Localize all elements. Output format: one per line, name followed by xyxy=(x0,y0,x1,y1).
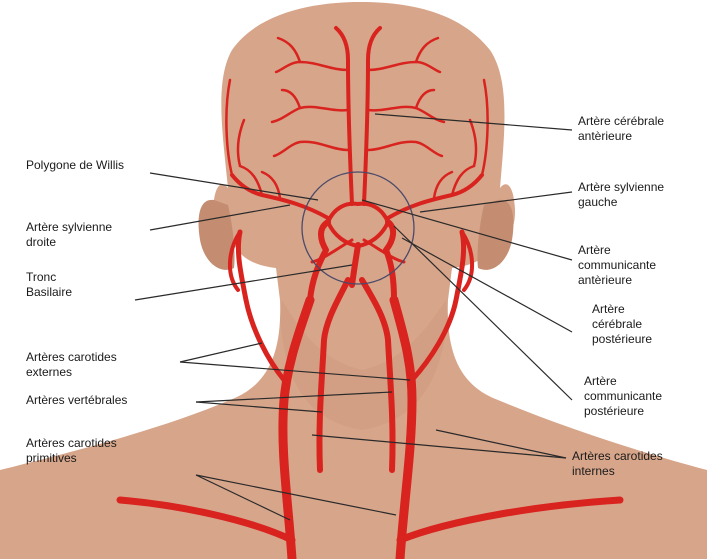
label-sylvienne-droite: Artère sylvienne droite xyxy=(26,220,112,250)
label-communicante-posterieure: Artère communicante postérieure xyxy=(584,374,662,419)
label-carotides-externes: Artères carotides externes xyxy=(26,350,117,380)
label-cerebrale-posterieure: Artère cérébrale postérieure xyxy=(592,302,652,347)
label-carotides-internes: Artères carotides internes xyxy=(572,449,663,479)
label-communicante-anterieure: Artère communicante antèrieure xyxy=(578,243,656,288)
label-polygone-willis: Polygone de Willis xyxy=(26,158,124,173)
label-cerebrale-anterieure: Artère cérébrale antèrieure xyxy=(578,114,664,144)
label-sylvienne-gauche: Artère sylvienne gauche xyxy=(578,180,664,210)
label-carotides-primitives: Artères carotides primitives xyxy=(26,436,117,466)
leader-carotides-externes-1 xyxy=(180,343,262,362)
label-vertebrales: Artères vertébrales xyxy=(26,393,127,408)
label-tronc-basilaire: Tronc Basilaire xyxy=(26,270,72,300)
